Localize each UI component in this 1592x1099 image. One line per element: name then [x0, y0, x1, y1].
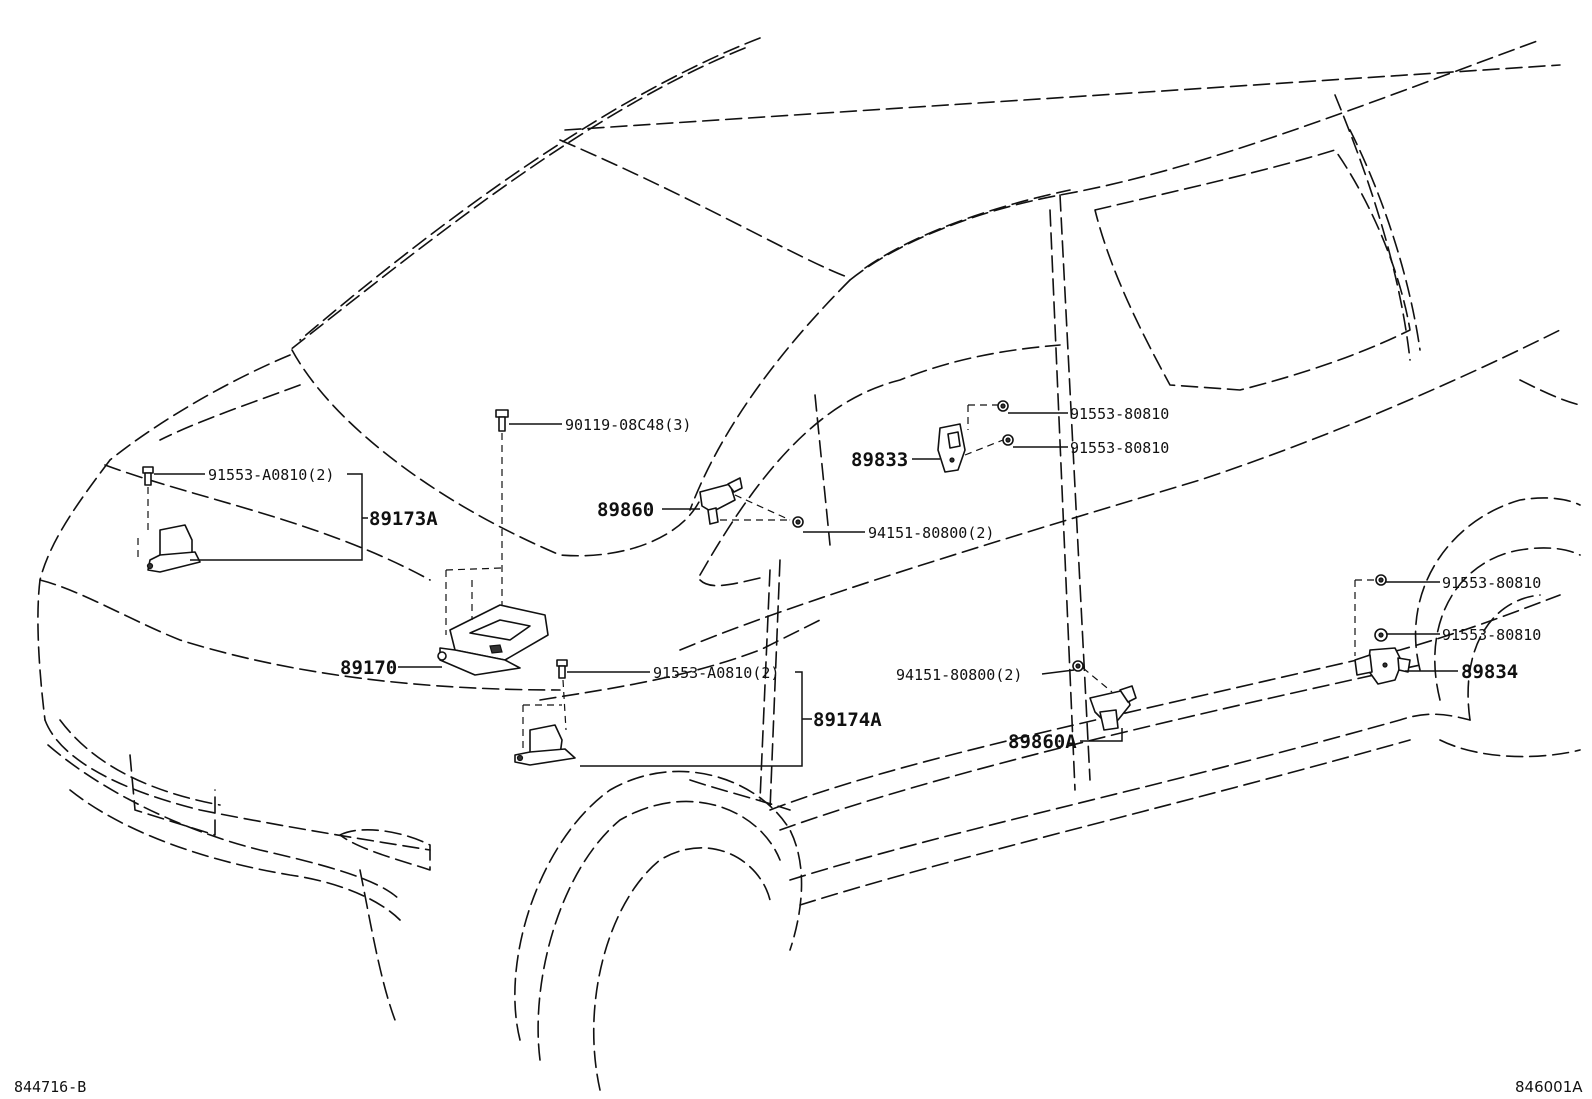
label-screw-center: 91553-A0810(2) — [653, 664, 779, 682]
sensor-rear — [1354, 647, 1411, 685]
label-sensor-left: 89173A — [369, 508, 438, 530]
label-rear-sensor: 89834 — [1461, 661, 1518, 683]
screw-rear-lower-icon — [1374, 628, 1388, 642]
bolt-ecu-icon — [495, 409, 509, 432]
label-screw-left: 91553-A0810(2) — [208, 466, 334, 484]
screw-center-icon — [556, 659, 568, 679]
label-screw-side-1: 91553-80810 — [1070, 405, 1169, 423]
screw-side-lower-icon — [1002, 434, 1014, 446]
sensor-pillar — [699, 477, 743, 525]
screw-left-front-icon — [142, 466, 154, 486]
footer-right-code: 846001A — [1515, 1078, 1583, 1096]
sensor-center — [514, 724, 576, 766]
label-ecu: 89170 — [340, 657, 397, 679]
screw-rear-upper-icon — [1375, 574, 1387, 586]
label-nut-pillar: 94151-80800(2) — [868, 524, 994, 542]
label-sensor-center: 89174A — [813, 709, 882, 731]
label-screw-side-2: 91553-80810 — [1070, 439, 1169, 457]
nut-door-icon — [1072, 660, 1084, 672]
airbag-ecu — [437, 604, 549, 676]
sensor-door — [1089, 685, 1137, 731]
vehicle-outline — [37, 37, 1581, 1091]
nut-pillar-icon — [792, 516, 804, 528]
label-nut-door: 94151-80800(2) — [896, 666, 1022, 684]
label-screw-rear-1: 91553-80810 — [1442, 574, 1541, 592]
footer-left-code: 844716-B — [14, 1078, 86, 1096]
label-screw-rear-2: 91553-80810 — [1442, 626, 1541, 644]
side-sensor-front — [937, 423, 966, 473]
label-sensor-pillar: 89860 — [597, 499, 654, 521]
leader-lines — [154, 412, 1458, 767]
screw-side-upper-icon — [997, 400, 1009, 412]
sensor-left-front — [146, 524, 201, 573]
label-side-sensor: 89833 — [851, 449, 908, 471]
label-sensor-door: 89860A — [1008, 731, 1077, 753]
label-bolt-top: 90119-08C48(3) — [565, 416, 691, 434]
